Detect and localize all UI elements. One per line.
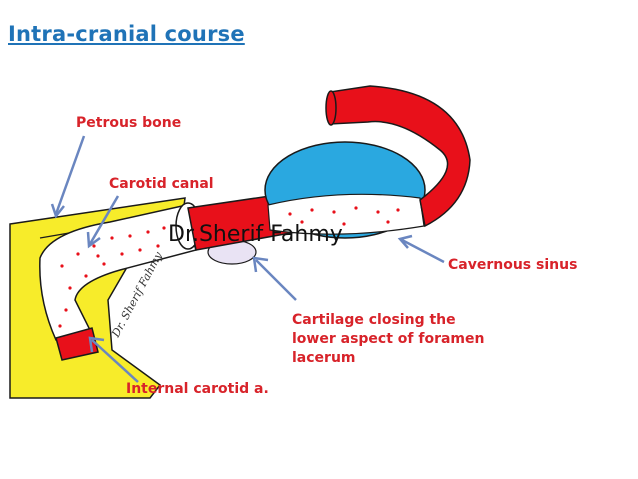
arrow-cavernous-sinus-head [397, 234, 413, 249]
arrow-cartilage [255, 259, 297, 301]
arrow-internal-carotid-head [88, 336, 105, 353]
pointer-arrows [50, 135, 445, 383]
cavernous-sinus-shape [264, 141, 426, 239]
artery-cut-end [325, 90, 337, 126]
arrow-internal-carotid [91, 339, 139, 383]
label-cavernous-sinus: Cavernous sinus [448, 257, 578, 273]
label-cartilage: Cartilage closing the lower aspect of fo… [292, 311, 484, 368]
arrow-carotid-canal [88, 195, 120, 245]
label-carotid-canal: Carotid canal [109, 176, 214, 192]
internal-carotid-segment [55, 327, 99, 361]
slide-title: Intra-cranial course [8, 22, 245, 46]
arrow-carotid-canal-head [86, 231, 101, 249]
label-internal-carotid: Internal carotid a. [126, 381, 269, 397]
arrow-petrous-bone-head [50, 203, 65, 219]
arrow-cartilage-head [252, 256, 269, 273]
label-cartilage-line1: Cartilage closing the [292, 312, 456, 328]
label-petrous-bone: Petrous bone [76, 115, 182, 131]
label-cartilage-line2: lower aspect of foramen [292, 331, 485, 347]
watermark-author: Dr.Sherif Fahmy [168, 222, 343, 247]
artery-ascending-loop [329, 85, 471, 228]
arrow-petrous-bone [54, 135, 86, 215]
label-cartilage-line3: lacerum [292, 350, 356, 366]
arrow-cavernous-sinus [401, 238, 445, 264]
